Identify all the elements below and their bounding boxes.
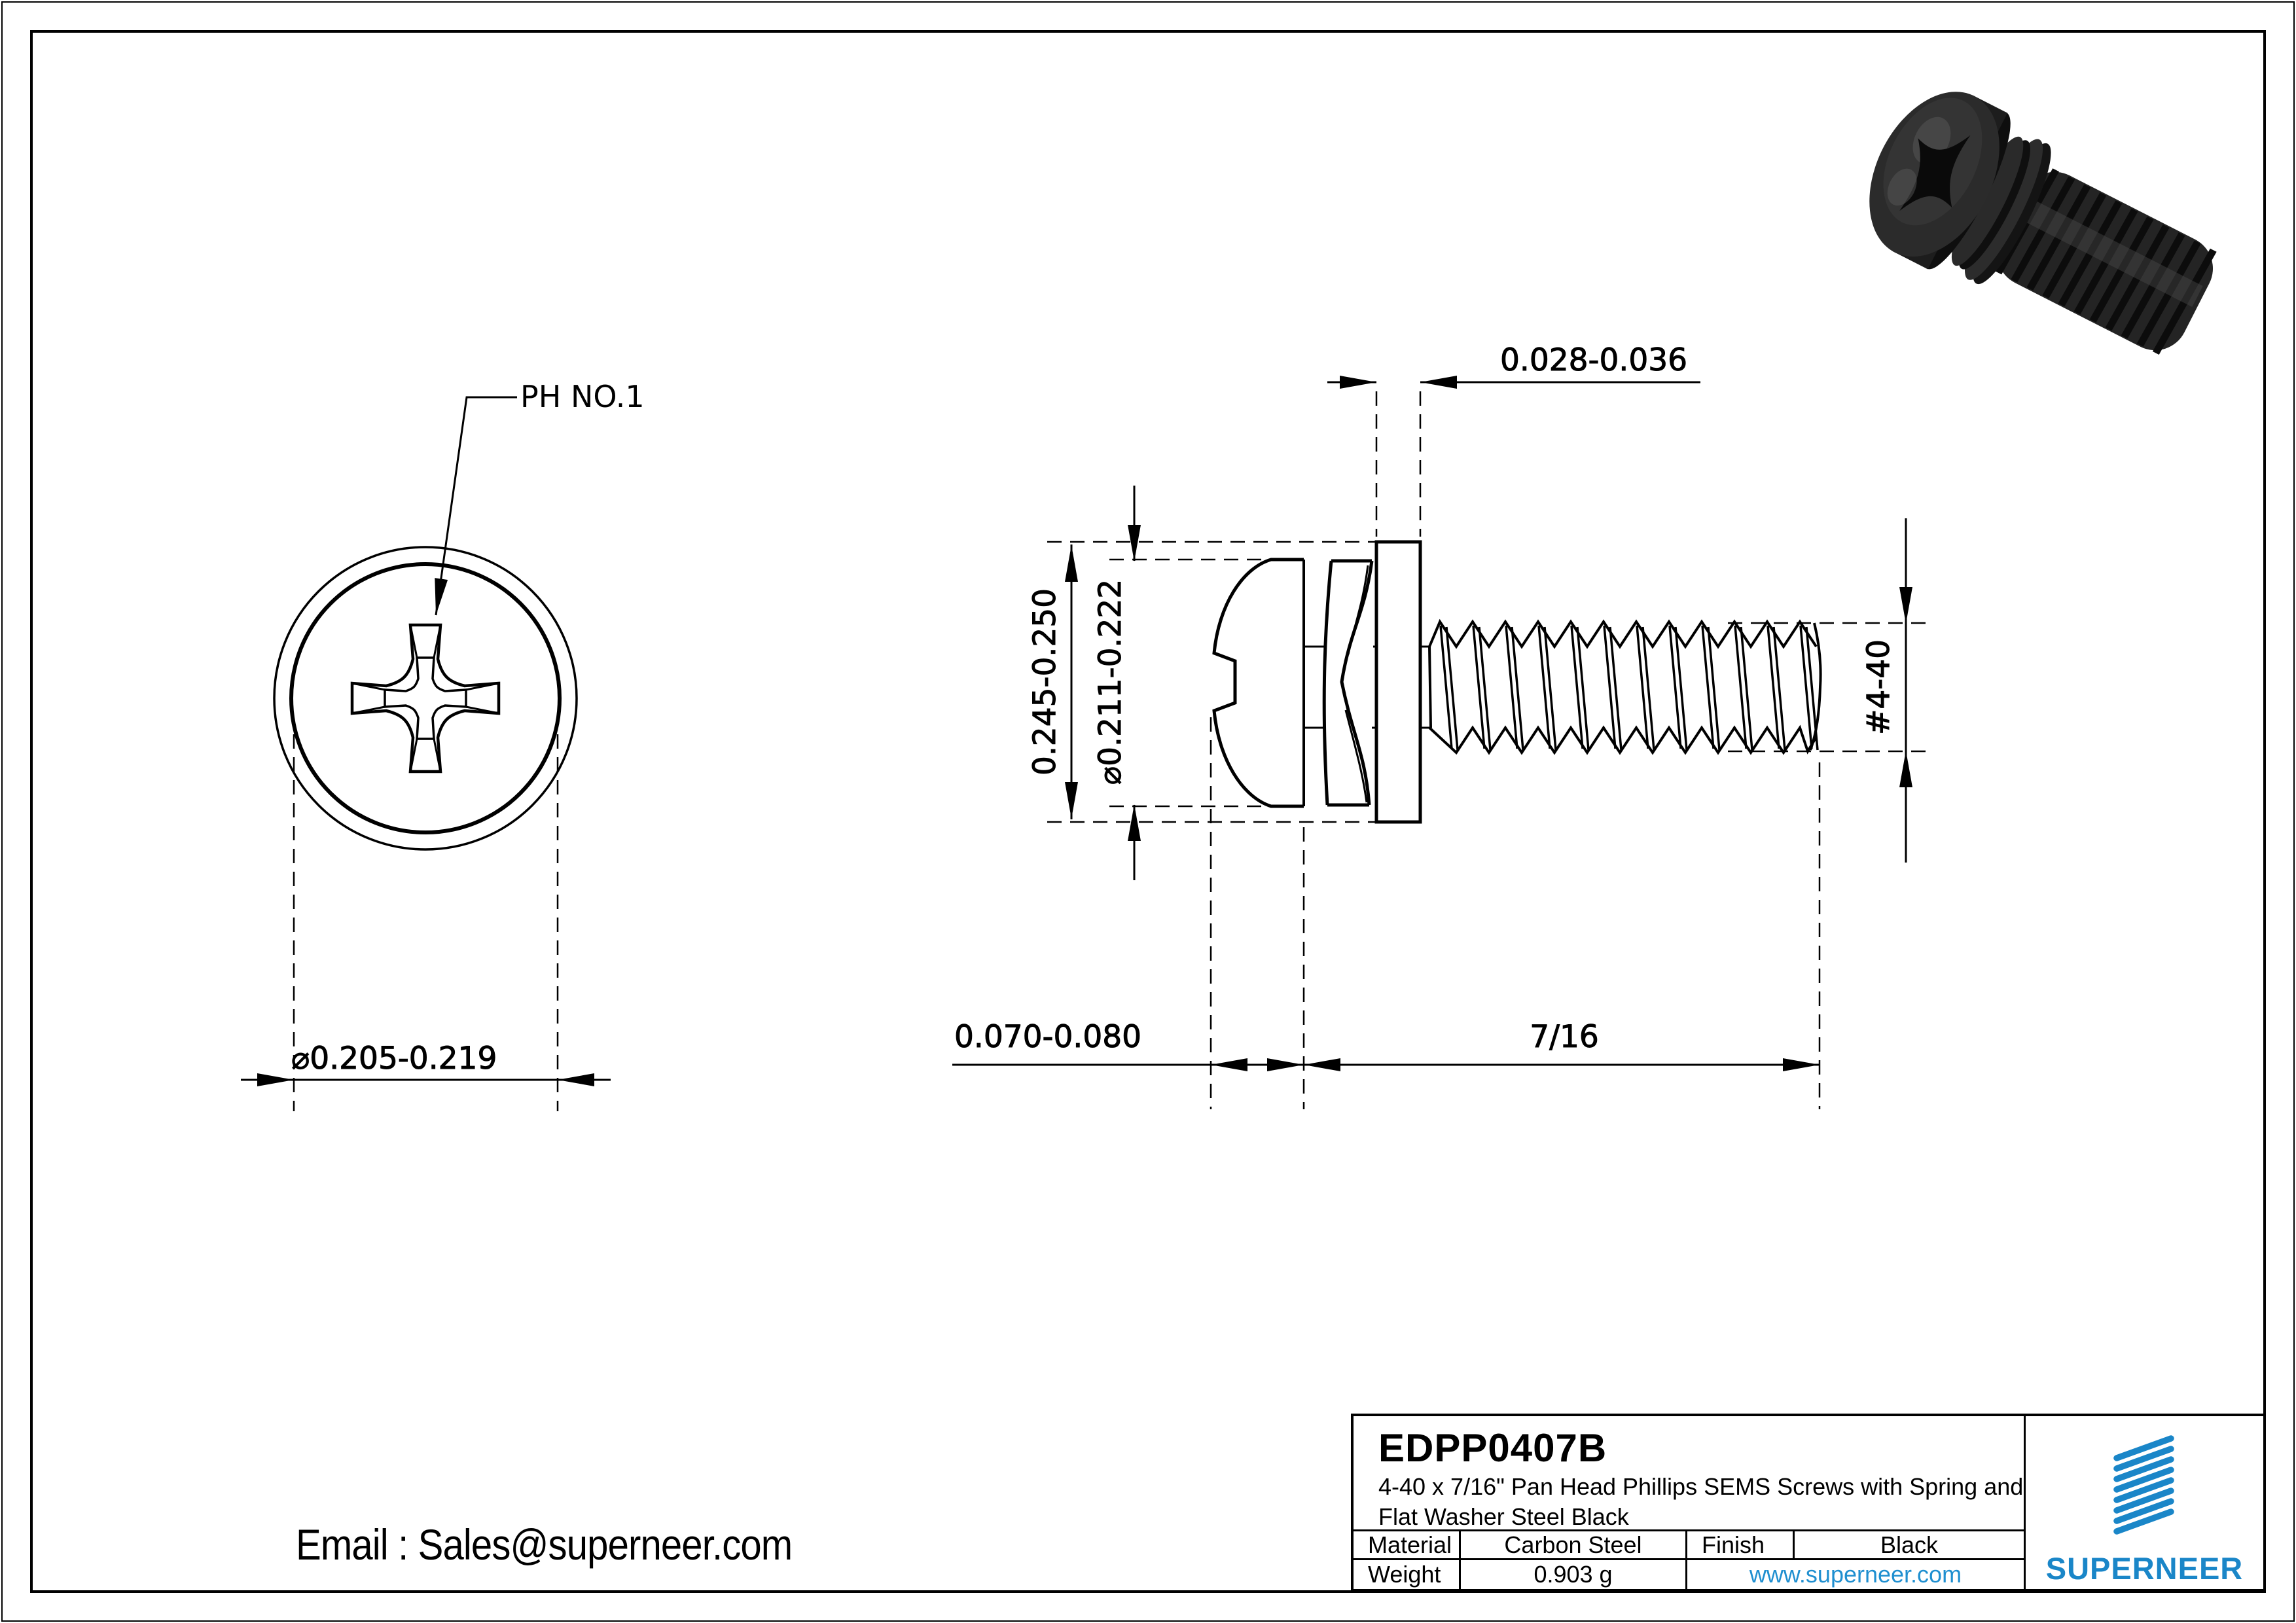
- front-view: PH NO.1: [273, 379, 645, 851]
- brand-logo: SUPERNEER: [2026, 1416, 2263, 1589]
- contact-email: Email : Sales@superneer.com: [296, 1520, 793, 1569]
- dim-head-diameter-text: ⌀0.205-0.219: [291, 1041, 497, 1077]
- brand-name: SUPERNEER: [2045, 1551, 2244, 1586]
- weight-value: 0.903 g: [1461, 1560, 1687, 1589]
- material-value: Carbon Steel: [1461, 1531, 1687, 1560]
- shank-lines: [1305, 645, 1429, 729]
- dimension-lines: [241, 381, 1907, 1081]
- side-view: [1212, 540, 1822, 824]
- phillips-callout-label: PH NO.1: [520, 379, 645, 414]
- title-block-description: EDPP0407B 4-40 x 7/16" Pan Head Phillips…: [1354, 1416, 2026, 1531]
- dimensions: ⌀0.205-0.219 0.245-0.250 ⌀0.211-0.222 0.…: [241, 342, 1929, 1111]
- phillips-recess: [350, 623, 501, 774]
- head-outline-circle: [289, 562, 562, 834]
- thread-profile: [1428, 618, 1822, 755]
- dim-head-od-text: ⌀0.211-0.222: [1092, 579, 1128, 785]
- part-description-line2: Flat Washer Steel Black: [1378, 1503, 1629, 1530]
- brand-logo-mark: [2113, 1435, 2174, 1535]
- sheet-inner-border: [30, 30, 2266, 1593]
- weight-label: Weight: [1354, 1560, 1461, 1589]
- flat-washer: [1374, 540, 1422, 824]
- dim-washer-od-text: 0.245-0.250: [1027, 588, 1063, 776]
- extension-lines: [293, 391, 1929, 1111]
- washer-outline-circle: [273, 546, 578, 851]
- part-number: EDPP0407B: [1378, 1426, 1607, 1470]
- title-block: EDPP0407B 4-40 x 7/16" Pan Head Phillips…: [1351, 1414, 2266, 1592]
- dim-thread-length-text: 7/16: [1530, 1019, 1599, 1055]
- part-description-line1: 4-40 x 7/16" Pan Head Phillips SEMS Scre…: [1378, 1473, 2024, 1500]
- dim-washer-thickness-text: 0.028-0.036: [1500, 342, 1687, 378]
- spring-washer: [1322, 559, 1374, 807]
- callout-leader-line: [435, 396, 517, 616]
- finish-label: Finish: [1687, 1531, 1795, 1560]
- material-label: Material: [1354, 1531, 1461, 1560]
- dim-thread-size-text: #4-40: [1861, 639, 1897, 735]
- dimension-arrowheads: [257, 376, 1912, 1086]
- website-link[interactable]: www.superneer.com: [1687, 1560, 2026, 1589]
- dim-head-height-text: 0.070-0.080: [954, 1019, 1141, 1055]
- screw-3d-render: [1869, 92, 2217, 355]
- finish-value: Black: [1795, 1531, 2026, 1560]
- pan-head-profile: [1212, 558, 1304, 808]
- thread-flank-lines: [1439, 625, 1819, 751]
